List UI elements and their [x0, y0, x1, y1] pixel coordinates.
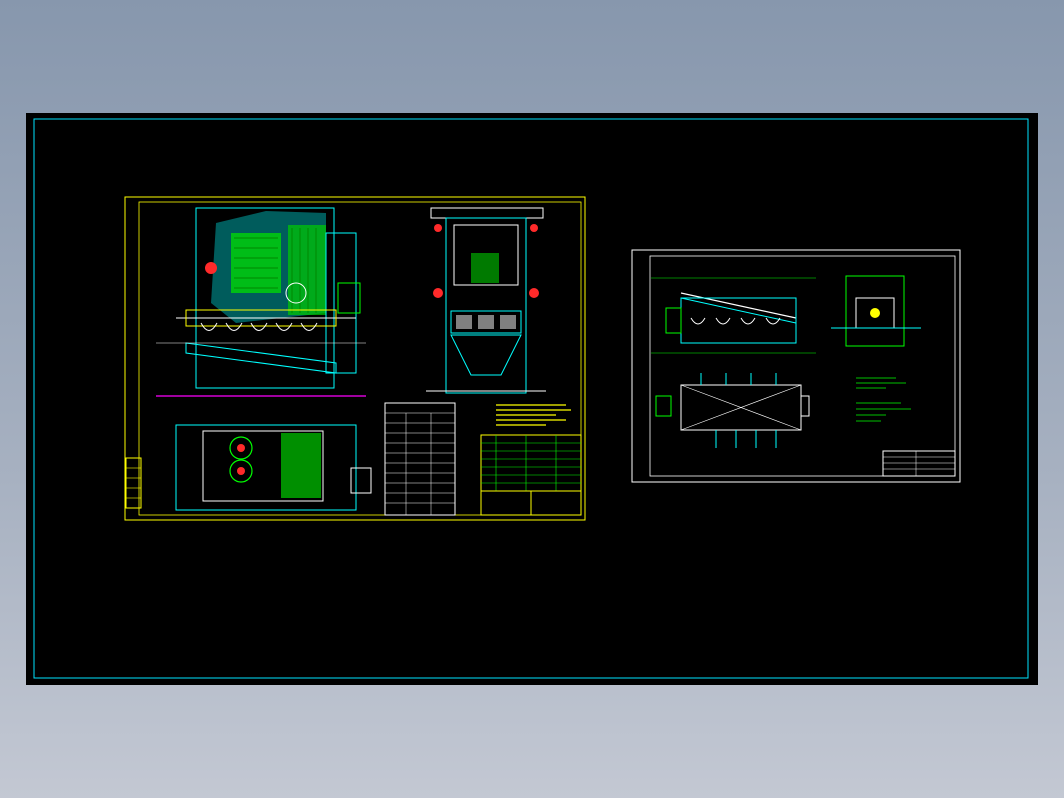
sheet2-title-block	[882, 450, 956, 477]
sheet2-outer-frame	[631, 249, 961, 483]
boiler-front-elevation	[426, 207, 546, 394]
technical-notes	[496, 404, 571, 426]
sheet-boiler-general-arrangement[interactable]	[124, 196, 586, 521]
grate-plan-view	[655, 373, 810, 448]
sheet1-parts-list	[480, 434, 582, 516]
grate-side-view	[651, 277, 816, 354]
sheet2-inner-frame	[649, 255, 956, 477]
sheet-grate-assembly[interactable]	[631, 249, 961, 483]
parameter-table	[384, 402, 456, 516]
sheet2-notes	[856, 377, 911, 422]
sheet1-outer-frame	[124, 196, 586, 521]
sheet1-left-notes	[125, 457, 142, 509]
grate-end-view	[831, 275, 921, 347]
cad-drawing-viewport[interactable]	[26, 113, 1038, 685]
boiler-side-elevation	[156, 207, 366, 397]
boiler-plan-view	[175, 424, 372, 511]
cad-canvas[interactable]	[26, 113, 1038, 685]
sheet1-inner-frame	[138, 201, 582, 516]
drawing-border	[33, 118, 1029, 679]
